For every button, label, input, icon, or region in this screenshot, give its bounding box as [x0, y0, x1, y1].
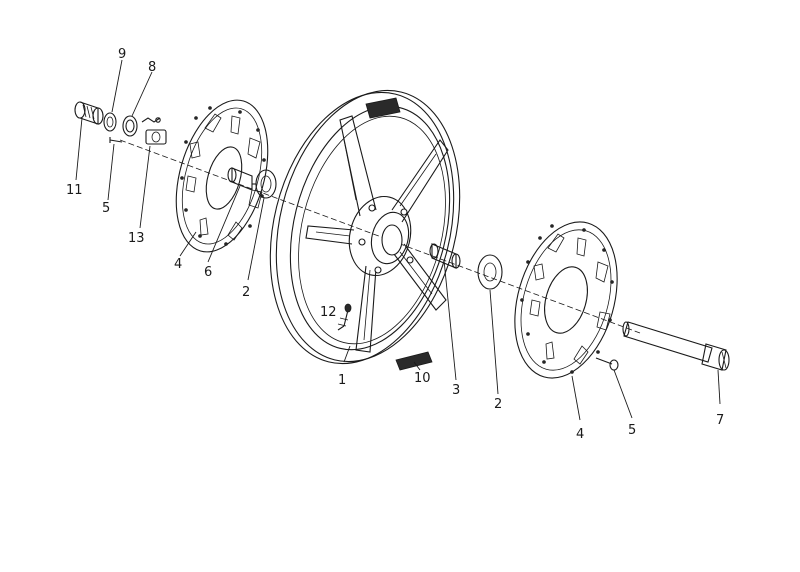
speedometer-drive-11: [74, 101, 104, 125]
callout-8: 8: [148, 60, 156, 75]
wheel-rim: [269, 89, 461, 365]
right-brake-disc: [514, 221, 618, 379]
callout-3: 3: [452, 383, 460, 398]
axle-7: [622, 321, 730, 371]
callout-2: 2: [242, 285, 250, 300]
valve-12: [337, 303, 352, 331]
callout-10: 10: [414, 371, 431, 386]
left-brake-disc: [175, 99, 269, 253]
spacer-9: [103, 112, 117, 132]
bolt-5-left: [109, 137, 123, 143]
bearing-2-right: [477, 254, 503, 290]
callout-4: 4: [174, 257, 182, 272]
callout-5-right: 5: [628, 423, 636, 438]
axle-centre-line: [119, 139, 641, 334]
callout-1: 1: [338, 373, 346, 388]
callout-9: 9: [118, 47, 126, 62]
callout-12: 12: [320, 305, 337, 320]
sensor-13: [141, 117, 167, 145]
leader-lines: [75, 59, 721, 421]
callout-11: 11: [66, 183, 83, 198]
bearing-2-left: [252, 169, 277, 199]
balance-weight-10: [395, 351, 433, 371]
callout-5: 5: [102, 201, 110, 216]
callout-7: 7: [716, 413, 724, 428]
bolt-5-right: [595, 357, 619, 371]
spacer-6: [227, 167, 253, 191]
callout-13: 13: [128, 231, 145, 246]
callout-2-right: 2: [494, 397, 502, 412]
callout-4-right: 4: [576, 427, 584, 442]
spacer-3: [429, 243, 461, 269]
seal-8: [122, 115, 138, 137]
callout-labels: 9 8 11 5 13 4 6 2 12 1 10 3 2 4 5 7: [66, 47, 724, 442]
callout-6: 6: [204, 265, 212, 280]
